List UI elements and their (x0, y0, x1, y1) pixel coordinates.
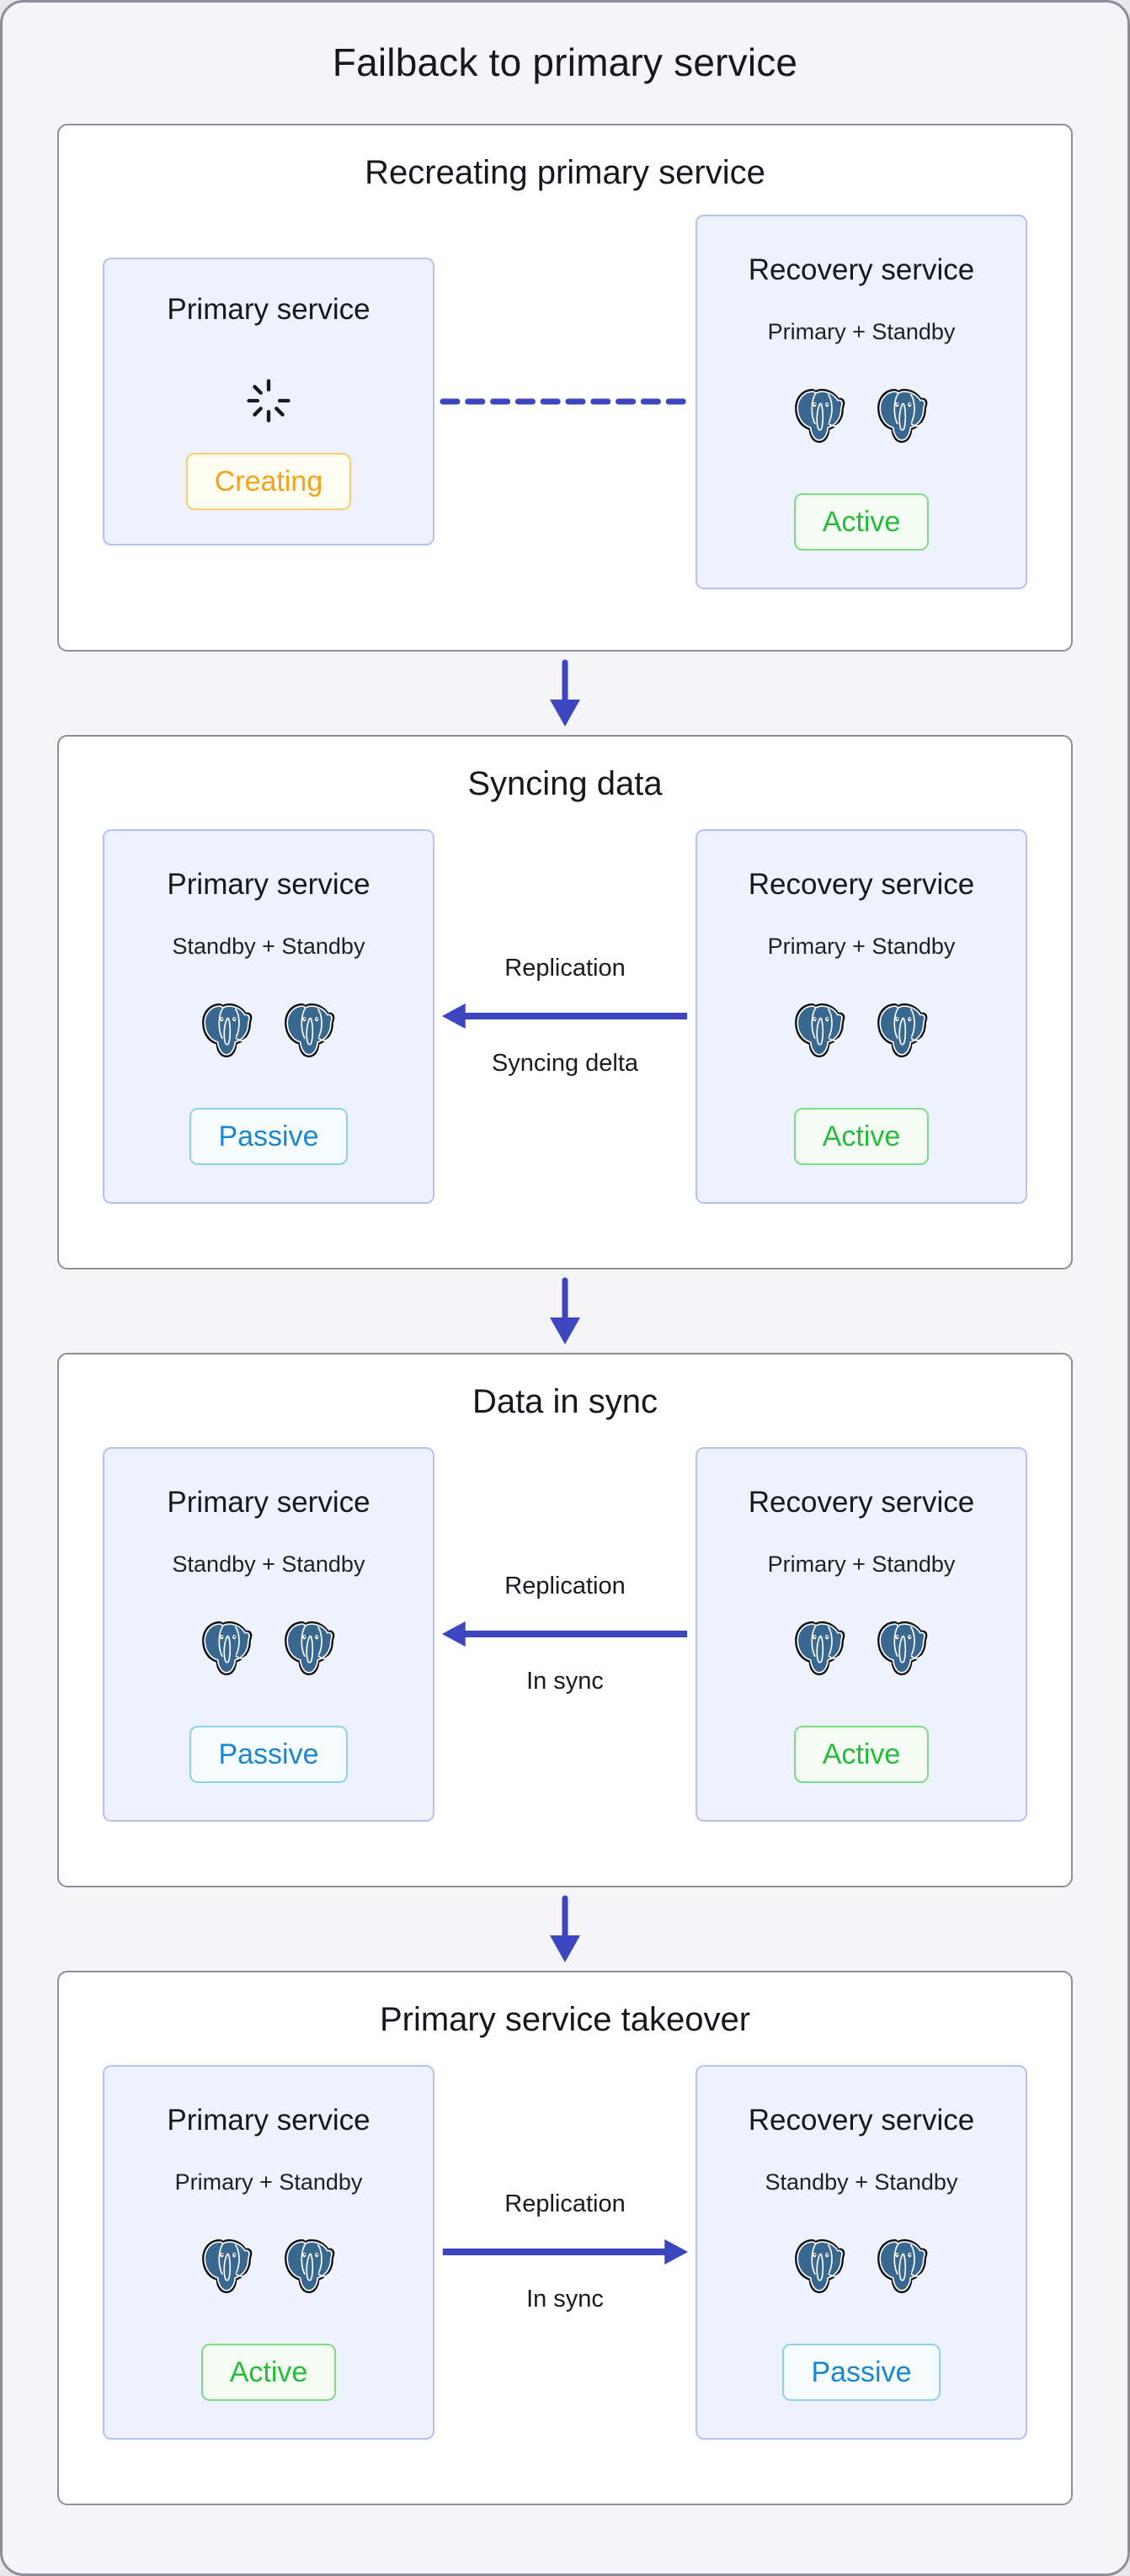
postgres-elephant-icon (792, 1002, 848, 1059)
sync-state-label: Syncing delta (491, 1050, 639, 1077)
stage-body: Primary service Creating Recovery servic… (103, 192, 1027, 611)
service-card-title: Recovery service (748, 1485, 975, 1519)
postgres-elephant-icon (875, 387, 930, 444)
status-badge-active: Active (793, 1107, 930, 1165)
postgres-cluster-icons (200, 1620, 338, 1677)
postgres-cluster-icons (792, 387, 930, 444)
replication-arrow-left-icon (441, 1003, 688, 1029)
stage-panel-syncing-data: Syncing data Primary service Standby + S… (57, 735, 1073, 1269)
status-badge-active: Active (793, 492, 930, 551)
postgres-elephant-icon (792, 2238, 848, 2295)
primary-service-card: Primary service Creating (103, 258, 434, 546)
postgres-elephant-icon (282, 2238, 338, 2295)
postgres-elephant-icon (200, 2238, 255, 2295)
postgres-cluster-icons (200, 2238, 338, 2295)
replication-arrow-left-icon (441, 1621, 688, 1647)
replication-arrow-right-icon (442, 2239, 689, 2265)
service-card-title: Primary service (167, 867, 370, 901)
status-badge-active: Active (200, 2343, 337, 2401)
primary-service-card: Primary service Standby + Standby Passiv… (103, 828, 434, 1204)
postgres-cluster-icons (792, 1620, 930, 1677)
status-badge-passive: Passive (782, 2343, 941, 2401)
postgres-elephant-icon (792, 387, 848, 444)
postgres-elephant-icon (200, 1002, 255, 1059)
postgres-elephant-icon (875, 2238, 930, 2295)
replication-label: Replication (504, 955, 626, 982)
postgres-cluster-icons (792, 1002, 930, 1059)
recovery-service-card: Recovery service Standby + Standby Passi… (696, 2064, 1027, 2440)
flow-down-arrow (3, 652, 1127, 735)
postgres-elephant-icon (282, 1620, 338, 1677)
service-card-subtitle: Standby + Standby (172, 933, 365, 959)
replication-connector: Replication Syncing delta (434, 803, 696, 1229)
stage-body: Primary service Primary + Standby Active… (103, 2039, 1027, 2465)
status-badge-passive: Passive (189, 1725, 348, 1783)
flow-down-arrow (3, 1269, 1127, 1353)
postgres-elephant-icon (792, 1620, 848, 1677)
service-card-subtitle: Standby + Standby (765, 2169, 958, 2195)
stage-title: Syncing data (467, 765, 663, 802)
primary-service-card: Primary service Primary + Standby Active (103, 2064, 434, 2440)
service-card-title: Recovery service (748, 253, 975, 286)
status-badge-creating: Creating (185, 453, 352, 510)
stage-body: Primary service Standby + Standby Passiv… (103, 1421, 1027, 1847)
service-card-subtitle: Primary + Standby (767, 1551, 956, 1577)
recovery-service-card: Recovery service Primary + Standby Activ… (696, 828, 1027, 1204)
status-badge-passive: Passive (189, 1107, 348, 1165)
stage-title: Recreating primary service (365, 154, 765, 191)
flow-down-arrow-icon (550, 659, 580, 726)
service-card-title: Recovery service (748, 867, 975, 901)
page-title: Failback to primary service (332, 40, 798, 84)
service-card-subtitle: Standby + Standby (172, 1551, 365, 1577)
flow-down-arrow-icon (550, 1277, 580, 1344)
sync-state-label: In sync (526, 2286, 604, 2313)
status-badge-active: Active (793, 1725, 930, 1783)
flow-down-arrow-icon (550, 1895, 580, 1962)
service-card-title: Primary service (167, 293, 370, 326)
sync-state-label: In sync (526, 1668, 604, 1695)
service-card-subtitle: Primary + Standby (174, 2169, 363, 2195)
replication-label: Replication (504, 1573, 626, 1599)
recovery-service-card: Recovery service Primary + Standby Activ… (696, 1446, 1027, 1822)
pending-connection (434, 192, 696, 611)
dashed-connector-icon (440, 398, 690, 405)
replication-connector: Replication In sync (434, 2039, 696, 2465)
service-card-subtitle: Primary + Standby (767, 318, 956, 344)
postgres-elephant-icon (875, 1620, 930, 1677)
postgres-cluster-icons (792, 2238, 930, 2295)
postgres-elephant-icon (282, 1002, 338, 1059)
primary-service-card: Primary service Standby + Standby Passiv… (103, 1446, 434, 1822)
service-card-title: Recovery service (748, 2103, 975, 2137)
service-card-title: Primary service (167, 1485, 370, 1519)
spinner-icon (243, 375, 294, 426)
replication-connector: Replication In sync (434, 1421, 696, 1847)
stage-title: Primary service takeover (379, 2001, 751, 2038)
stage-title: Data in sync (472, 1383, 658, 1420)
postgres-elephant-icon (875, 1002, 930, 1059)
replication-label: Replication (504, 2190, 626, 2217)
postgres-elephant-icon (200, 1620, 255, 1677)
flow-down-arrow (3, 1887, 1127, 1971)
postgres-cluster-icons (200, 1002, 338, 1059)
recovery-service-card: Recovery service Primary + Standby Activ… (696, 214, 1027, 589)
stage-panel-recreating-primary-service: Recreating primary service Primary servi… (57, 124, 1073, 652)
stage-body: Primary service Standby + Standby Passiv… (103, 803, 1027, 1229)
service-card-title: Primary service (167, 2103, 370, 2137)
stage-panel-data-in-sync: Data in sync Primary service Standby + S… (57, 1353, 1073, 1887)
service-card-subtitle: Primary + Standby (767, 933, 956, 959)
stage-panel-primary-service-takeover: Primary service takeover Primary service… (57, 1971, 1073, 2505)
